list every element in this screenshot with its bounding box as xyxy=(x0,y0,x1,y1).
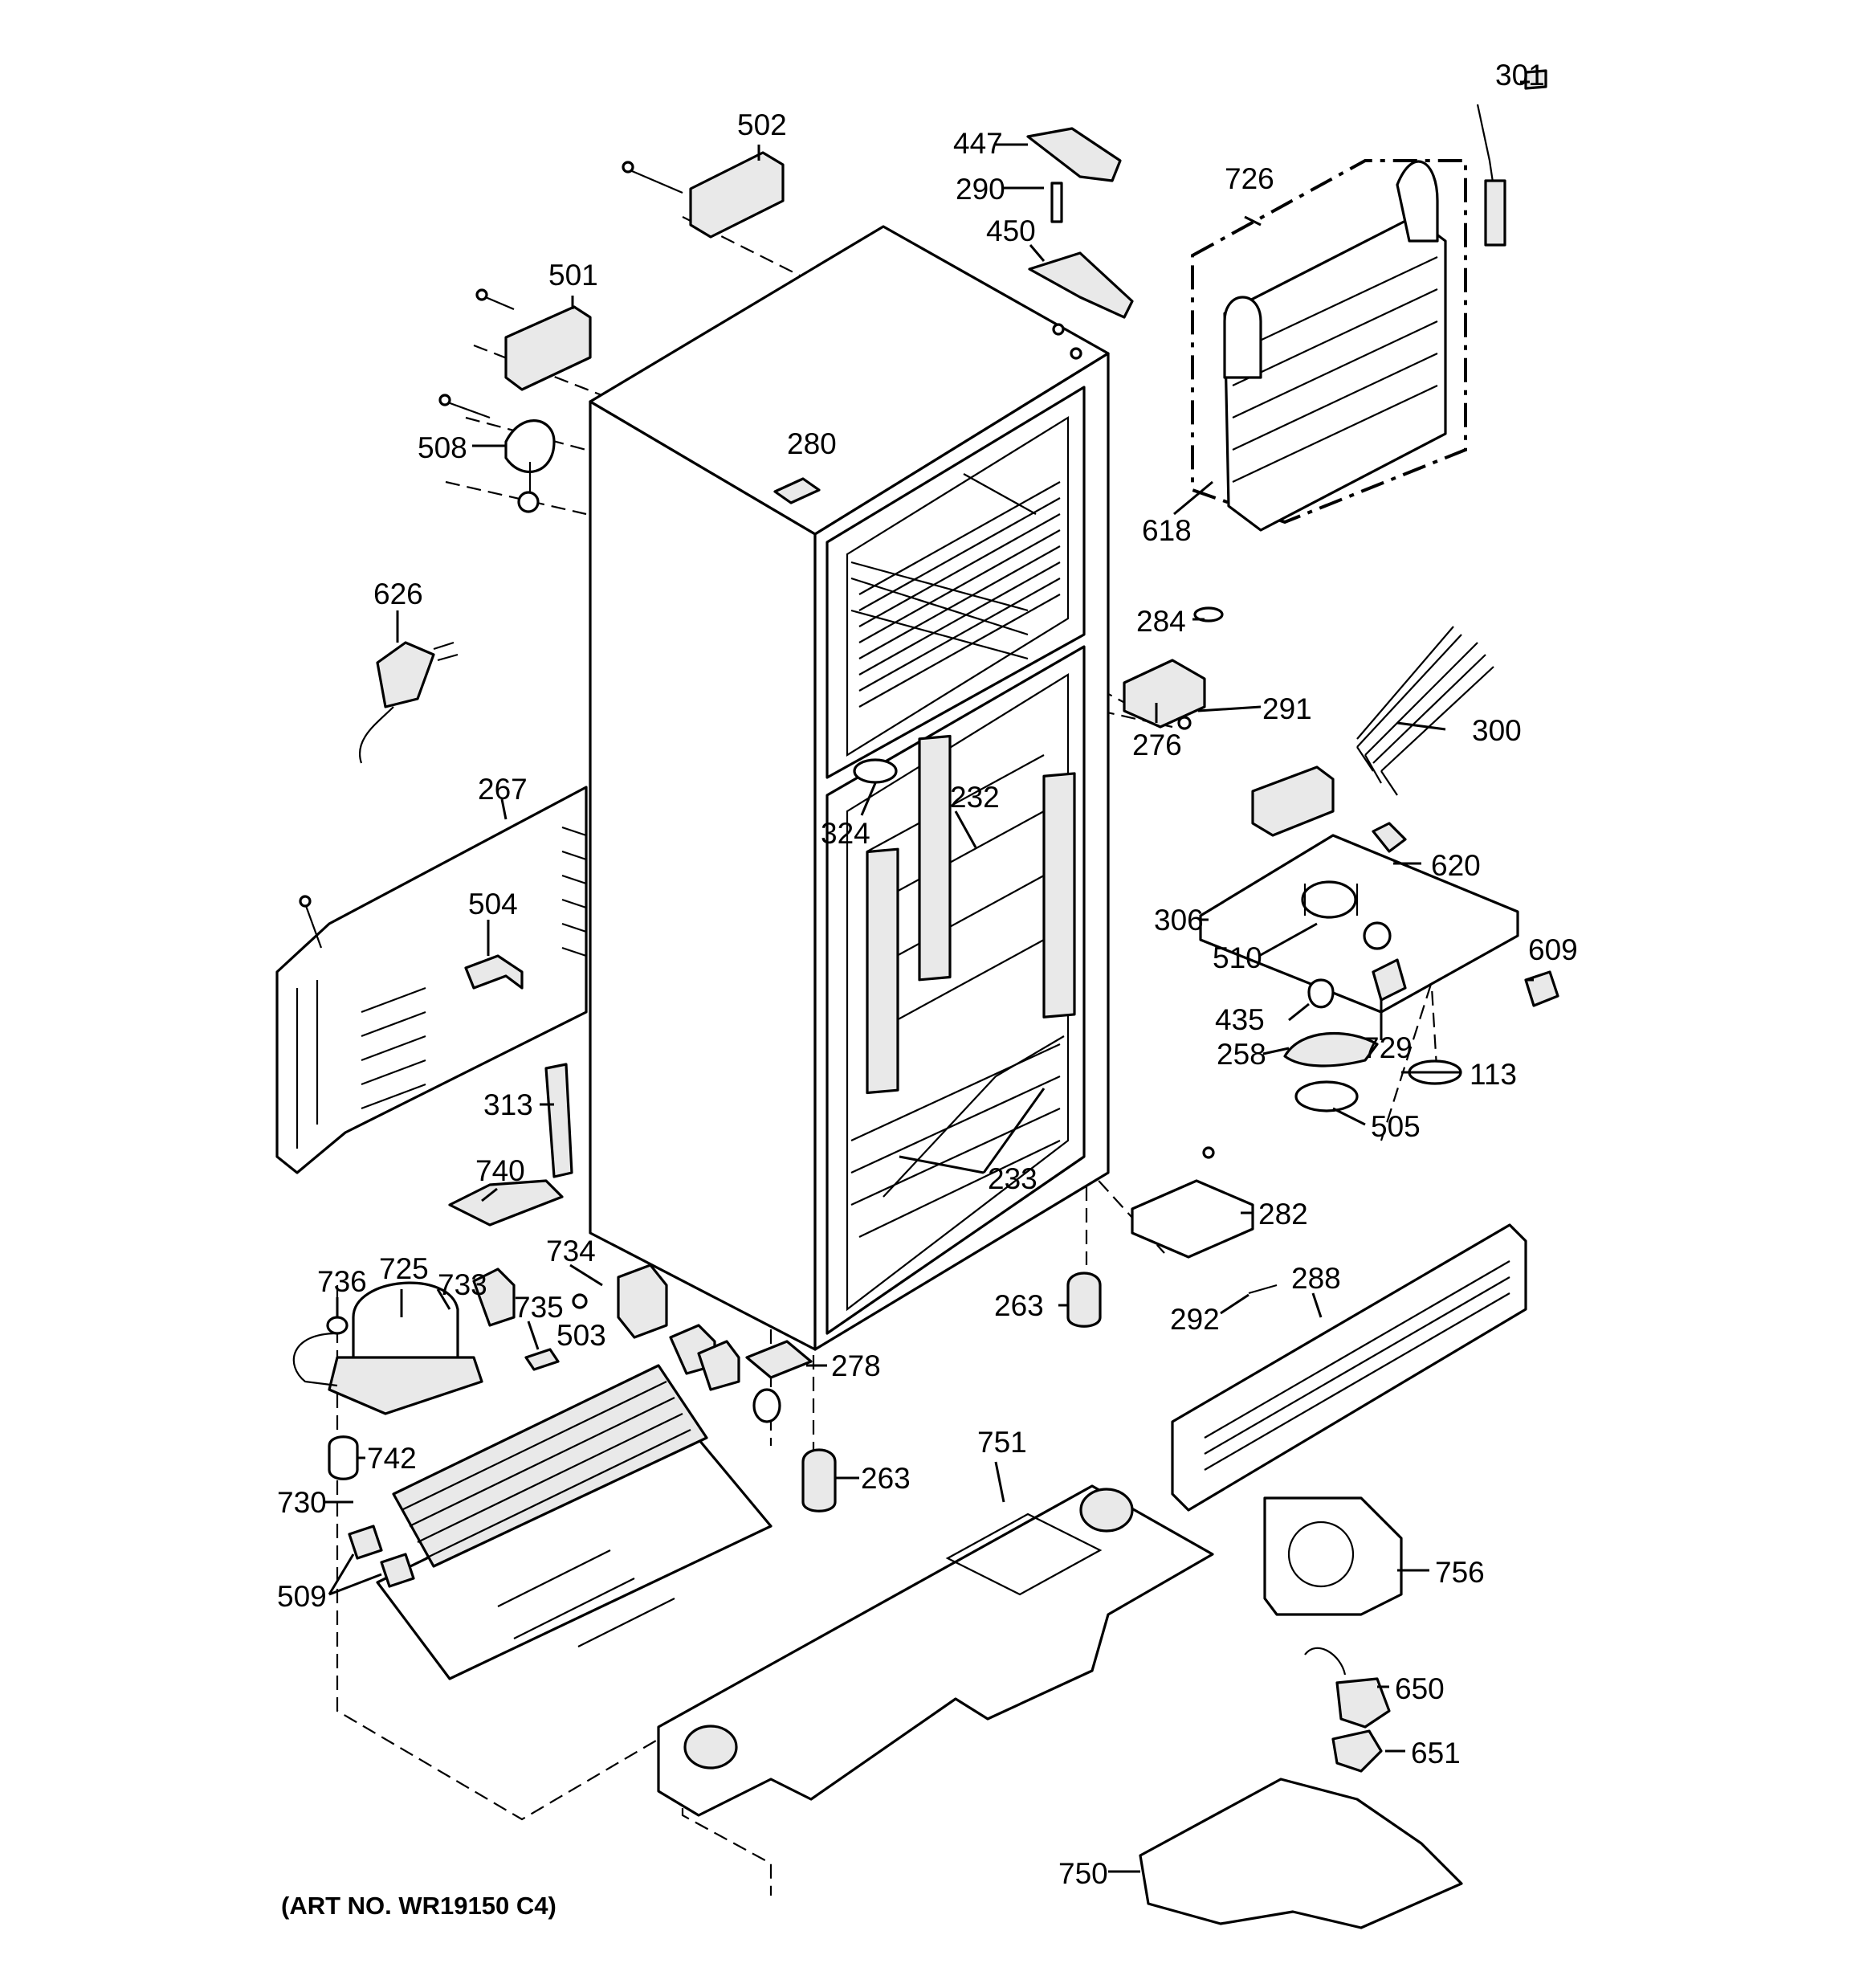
back-cover xyxy=(275,786,588,1174)
callout-263a: 263 xyxy=(994,1289,1044,1322)
callout-735: 735 xyxy=(514,1291,564,1324)
callout-730: 730 xyxy=(277,1486,327,1519)
callout-278: 278 xyxy=(831,1349,881,1382)
toe-grille xyxy=(1171,1223,1527,1512)
callout-267: 267 xyxy=(478,773,528,806)
callout-726: 726 xyxy=(1225,162,1274,195)
callout-301: 301 xyxy=(1495,59,1545,92)
callout-290: 290 xyxy=(956,173,1005,206)
callout-291: 291 xyxy=(1262,692,1312,725)
callout-324: 324 xyxy=(821,817,870,850)
callout-736: 736 xyxy=(317,1265,367,1298)
callout-435: 435 xyxy=(1215,1003,1265,1036)
art-number: (ART NO. WR19150 C4) xyxy=(281,1892,556,1920)
base-pan xyxy=(657,1484,1214,1817)
callout-650: 650 xyxy=(1395,1672,1445,1705)
callout-502: 502 xyxy=(737,108,787,141)
callout-751: 751 xyxy=(977,1426,1027,1459)
fan-assembly xyxy=(1139,1496,1463,1929)
control-housing xyxy=(1199,765,1559,1112)
top-left-parts xyxy=(438,151,785,513)
callout-734: 734 xyxy=(546,1235,596,1268)
callout-501: 501 xyxy=(548,259,598,292)
callout-733: 733 xyxy=(438,1268,487,1301)
callout-609: 609 xyxy=(1528,933,1578,966)
callout-725: 725 xyxy=(379,1252,429,1285)
callout-113: 113 xyxy=(1470,1058,1517,1091)
callout-292: 292 xyxy=(1170,1303,1220,1336)
callout-508: 508 xyxy=(418,431,467,464)
callout-284: 284 xyxy=(1136,605,1186,638)
callout-232: 232 xyxy=(950,781,1000,814)
callout-450: 450 xyxy=(986,214,1036,247)
callout-233: 233 xyxy=(988,1162,1037,1195)
callout-labels: 502 447 290 450 301 726 501 508 280 618 … xyxy=(277,59,1578,1890)
callout-510: 510 xyxy=(1213,941,1262,974)
callout-263b: 263 xyxy=(861,1462,911,1495)
callout-509: 509 xyxy=(277,1580,327,1613)
evaporator xyxy=(1191,69,1547,532)
top-hinge-parts xyxy=(1026,127,1134,360)
callout-651: 651 xyxy=(1411,1737,1461,1770)
callout-282: 282 xyxy=(1258,1198,1308,1231)
callout-740: 740 xyxy=(475,1154,525,1187)
callout-504: 504 xyxy=(468,888,518,921)
callout-leaders xyxy=(325,80,1534,1873)
callout-618: 618 xyxy=(1142,514,1192,547)
callout-503: 503 xyxy=(556,1319,606,1352)
condenser-and-base-plate xyxy=(348,1364,773,1680)
compressor-assembly xyxy=(292,1063,740,1480)
callout-258: 258 xyxy=(1217,1038,1266,1071)
callout-288: 288 xyxy=(1291,1262,1341,1295)
callout-306: 306 xyxy=(1154,904,1204,937)
callout-620: 620 xyxy=(1431,849,1481,882)
callout-729: 729 xyxy=(1363,1031,1413,1064)
callout-276: 276 xyxy=(1132,729,1182,761)
callout-756: 756 xyxy=(1435,1556,1485,1589)
callout-505: 505 xyxy=(1371,1110,1421,1143)
callout-313: 313 xyxy=(483,1088,533,1121)
callout-626: 626 xyxy=(373,578,423,610)
callout-750: 750 xyxy=(1058,1857,1108,1890)
legs-and-bottom-hinge xyxy=(745,1146,1278,1512)
callout-300: 300 xyxy=(1472,714,1522,747)
power-cord xyxy=(359,641,459,764)
callout-280: 280 xyxy=(787,427,837,460)
callout-742: 742 xyxy=(367,1442,417,1475)
center-hinge-and-harness xyxy=(1123,606,1494,796)
callout-447: 447 xyxy=(953,127,1003,160)
